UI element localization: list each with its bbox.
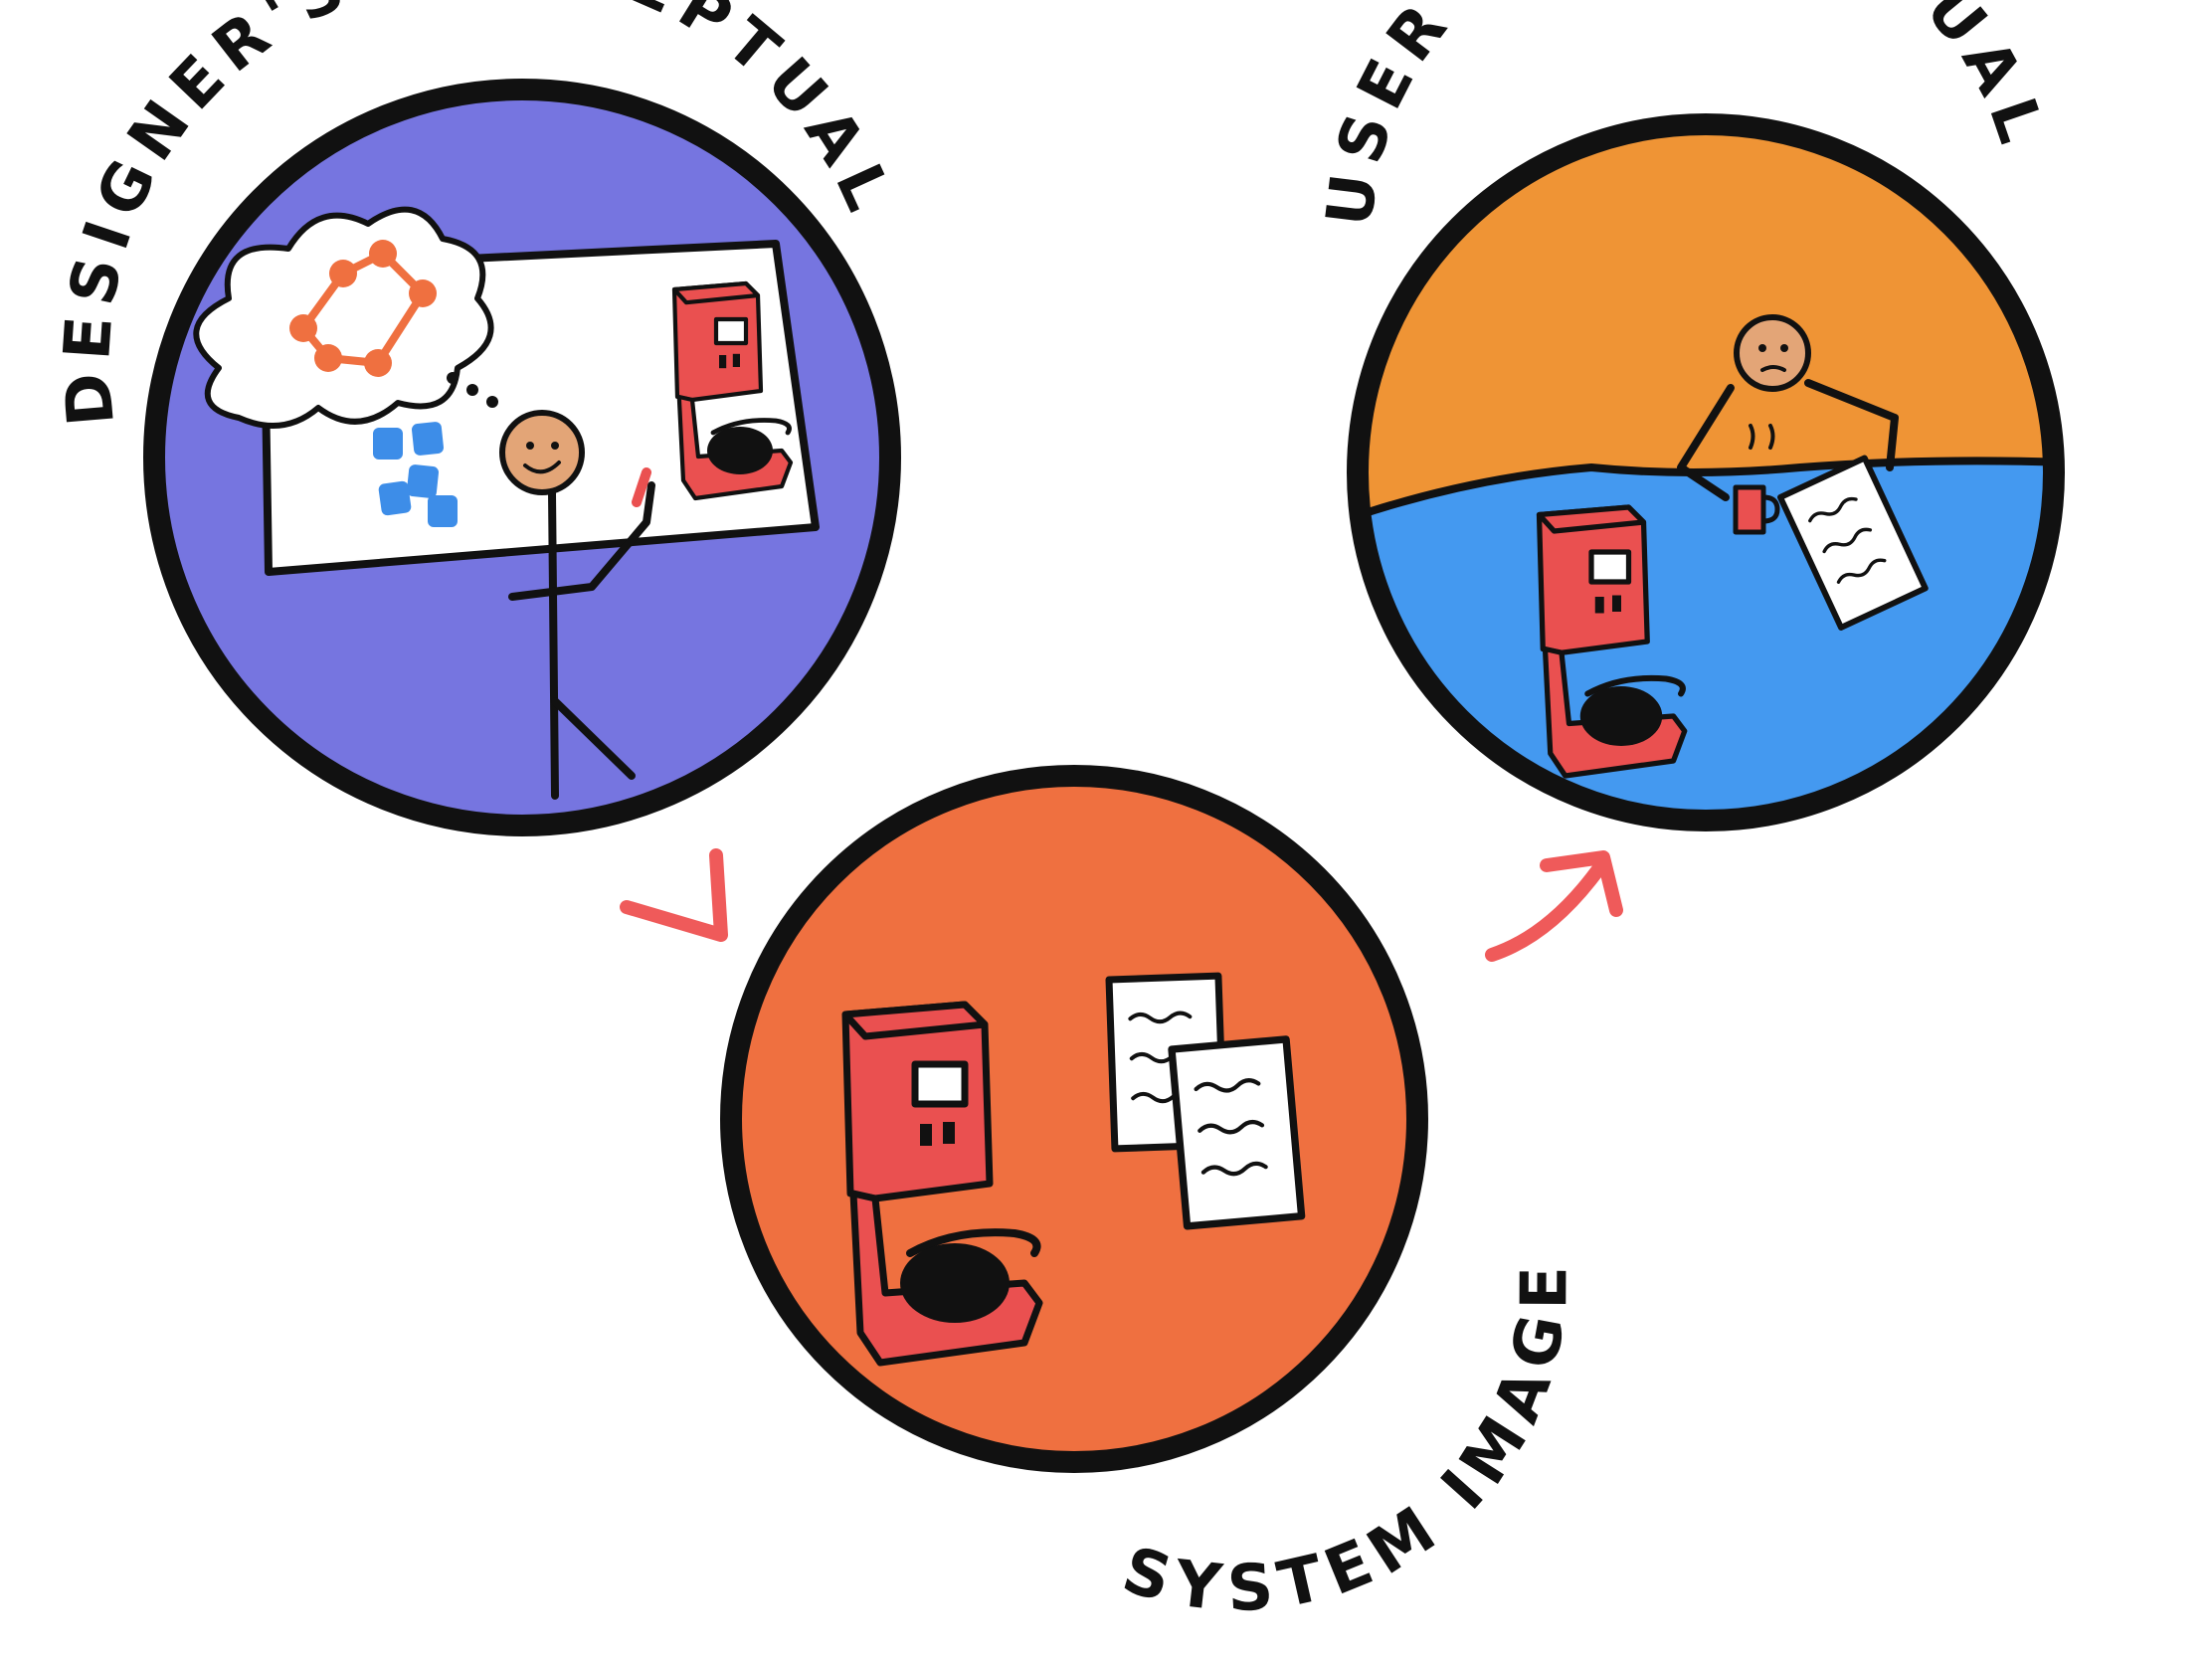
thought-cloud-icon: [193, 206, 494, 429]
stick-figure-icon: [1677, 314, 1899, 501]
mug-icon: [1733, 484, 1780, 535]
system-image-circle: [720, 765, 1428, 1473]
arrow-icon: [1485, 850, 1623, 962]
stick-figure-icon: [499, 410, 655, 800]
document-icon: [1172, 1039, 1302, 1226]
arrow-icon: [620, 848, 728, 942]
user-model-circle: [1347, 113, 2065, 831]
sticky-notes-icon: [373, 422, 458, 527]
thought-dots: [447, 372, 498, 408]
network-graph-icon: [289, 240, 437, 377]
designer-model-circle: [143, 79, 901, 836]
